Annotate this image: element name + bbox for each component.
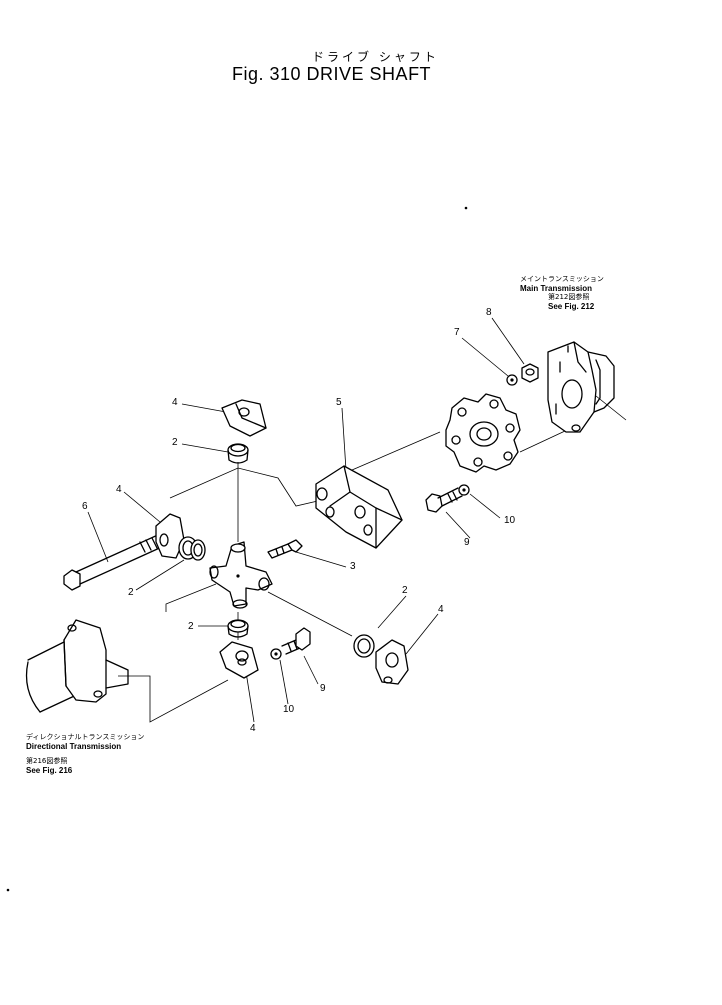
callout-10-lock-washer-bottom: 10 (283, 704, 295, 715)
bearing-cap-bottom (227, 619, 249, 638)
flange-yoke (315, 465, 403, 549)
lock-washer-10-top (458, 484, 470, 496)
callout-2-cap-bottom: 2 (188, 621, 194, 632)
callout-4-yoke-top: 4 (172, 397, 178, 408)
yoke-half-right (375, 639, 409, 685)
bolt-9-bottom (281, 627, 311, 655)
bearing-cap-top (227, 443, 249, 464)
leader-lines (87, 317, 525, 723)
callout-2-cap-top: 2 (172, 437, 178, 448)
directional-transmission-ref-jp: 第216図参照 (26, 757, 68, 765)
directional-transmission-shaft (25, 619, 129, 713)
yoke-half-top (221, 399, 267, 437)
figure-title: Fig. 310 DRIVE SHAFT (232, 64, 432, 84)
main-transmission-label: Main Transmission (520, 284, 593, 293)
callout-9-bolt-top: 9 (464, 537, 470, 548)
flexible-coupling (445, 393, 521, 473)
callout-4-yoke-left: 4 (116, 484, 122, 495)
callout-8-nut: 8 (486, 307, 492, 318)
long-bolt-6 (63, 533, 165, 591)
universal-joint-cross (209, 541, 273, 609)
bolt-9-top (425, 487, 463, 513)
yoke-half-bottom (219, 641, 259, 679)
directional-transmission-ref: See Fig. 216 (26, 766, 73, 775)
yoke-half-left (155, 513, 198, 560)
callout-9-bolt-bottom: 9 (320, 683, 326, 694)
bearing-cap-right (353, 634, 375, 658)
washer-7 (506, 374, 518, 386)
main-transmission-housing (547, 341, 615, 433)
main-transmission-jp: メイントランスミッション (520, 275, 604, 283)
assembly-lines (118, 395, 627, 723)
callout-2-cap-left: 2 (128, 587, 134, 598)
callout-7-washer: 7 (454, 327, 460, 338)
directional-transmission-label: Directional Transmission (26, 742, 122, 751)
main-transmission-ref-jp: 第212図参照 (548, 293, 590, 301)
japanese-title: ドライブ シャフト (312, 50, 439, 64)
callout-3-grease-fitting: 3 (350, 561, 356, 572)
callout-4-yoke-bottom: 4 (250, 723, 256, 734)
grease-fitting-3 (267, 539, 303, 559)
directional-transmission-note: ディレクショナルトランスミッション Directional Transmissi… (26, 733, 144, 775)
main-transmission-ref: See Fig. 212 (548, 302, 595, 311)
bearing-cap-left (190, 539, 206, 561)
lock-washer-10-bottom (270, 648, 282, 660)
callout-4-yoke-right: 4 (438, 604, 444, 615)
callout-5-flange-yoke: 5 (336, 397, 342, 408)
callout-2-cap-right: 2 (402, 585, 408, 596)
callout-10-lock-washer-top: 10 (504, 515, 516, 526)
directional-transmission-jp: ディレクショナルトランスミッション (26, 733, 145, 741)
main-transmission-note: メイントランスミッション Main Transmission 第212図参照 S… (520, 275, 604, 311)
callout-6-long-bolt: 6 (82, 501, 88, 512)
nut-8 (521, 363, 539, 383)
